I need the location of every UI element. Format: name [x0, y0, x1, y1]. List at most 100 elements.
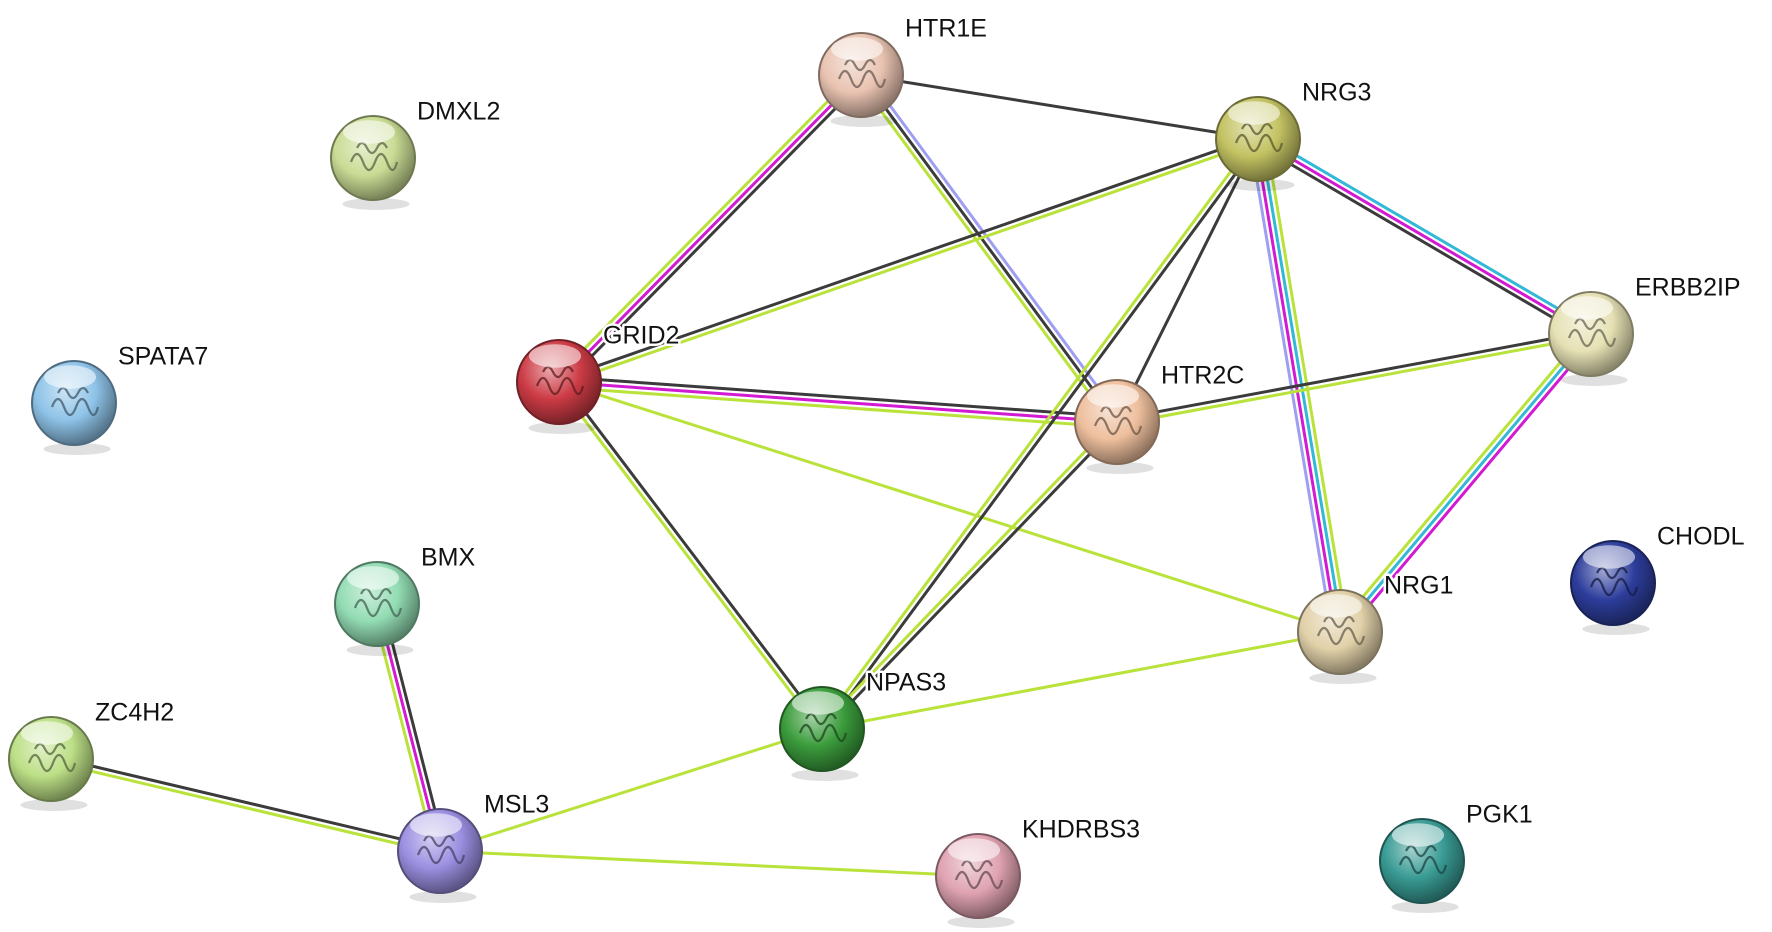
edge-line-coexpression — [859, 73, 1119, 424]
node-label-spata7: SPATA7 — [118, 343, 208, 371]
node-highlight — [1086, 384, 1140, 408]
node-shadow — [43, 443, 111, 455]
edge-npas3-nrg1[interactable] — [820, 630, 1342, 731]
edge-line-coexpression — [1115, 329, 1593, 421]
node-shadow — [1582, 623, 1650, 635]
edge-line-textmining — [1115, 335, 1593, 427]
edge-line-experiments — [1256, 137, 1593, 336]
edge-grid2-nrg1[interactable] — [557, 380, 1342, 634]
edge-line-coexpression — [1115, 137, 1260, 424]
node-label-nrg1: NRG1 — [1384, 572, 1453, 600]
edge-line-coexpression — [50, 754, 443, 850]
node-label-grid2: GRID2 — [603, 322, 679, 350]
node-grid2[interactable]: GRID2 — [516, 319, 682, 434]
edge-line-experiments — [557, 73, 863, 384]
node-label-bmx: BMX — [421, 544, 476, 572]
edge-line-textmining — [818, 418, 1117, 729]
edge-nrg3-npas3[interactable] — [818, 135, 1262, 733]
node-highlight — [1309, 594, 1363, 618]
node-shadow — [947, 916, 1015, 928]
node-shadow — [1227, 179, 1295, 191]
edge-line-experiments — [1342, 335, 1597, 637]
node-htr1e[interactable]: HTR1E — [818, 12, 989, 127]
edge-line-coexpression — [822, 139, 1262, 733]
node-label-htr1e: HTR1E — [905, 15, 987, 43]
edge-msl3-khdrbs3[interactable] — [438, 849, 980, 878]
edge-line-databases — [1338, 332, 1593, 634]
edge-grid2-htr2c[interactable] — [557, 375, 1119, 429]
edge-line-coexpression — [561, 77, 867, 388]
node-shadow — [1560, 374, 1628, 386]
node-label-msl3: MSL3 — [484, 791, 549, 819]
node-nrg1[interactable]: NRG1 — [1297, 569, 1456, 684]
edge-line-textmining — [818, 135, 1258, 729]
edge-htr1e-htr2c[interactable] — [855, 70, 1123, 427]
node-label-nrg3: NRG3 — [1302, 79, 1371, 107]
edge-line-coexpression — [1253, 141, 1590, 340]
edge-htr2c-erbb2ip[interactable] — [1115, 329, 1593, 427]
edge-line-textmining — [555, 382, 822, 733]
edge-line-coexpression — [859, 73, 1260, 141]
node-nrg3[interactable]: NRG3 — [1215, 76, 1374, 191]
node-erbb2ip[interactable]: ERBB2IP — [1548, 271, 1743, 386]
node-highlight — [342, 120, 396, 144]
edge-htr2c-npas3[interactable] — [818, 418, 1121, 733]
edge-line-textmining — [438, 849, 980, 878]
node-highlight — [409, 813, 463, 837]
edge-line-homology — [863, 70, 1123, 421]
node-label-chodl: CHODL — [1657, 523, 1745, 551]
edge-line-textmining — [558, 139, 1261, 386]
node-label-zc4h2: ZC4H2 — [95, 699, 174, 727]
node-shadow — [528, 422, 596, 434]
edge-htr1e-grid2[interactable] — [553, 69, 867, 388]
node-highlight — [791, 691, 845, 715]
edge-grid2-npas3[interactable] — [555, 378, 826, 733]
node-highlight — [1560, 296, 1614, 320]
edge-line-textmining — [855, 76, 1115, 427]
node-highlight — [947, 838, 1001, 862]
edge-htr1e-nrg3[interactable] — [859, 73, 1260, 141]
node-khdrbs3[interactable]: KHDRBS3 — [935, 813, 1143, 928]
node-label-pgk1: PGK1 — [1466, 801, 1533, 829]
node-shadow — [346, 644, 414, 656]
edge-erbb2ip-nrg1[interactable] — [1334, 329, 1597, 637]
edge-line-textmining — [1334, 329, 1589, 631]
edge-line-databases — [1259, 133, 1596, 332]
node-highlight — [43, 365, 97, 389]
node-highlight — [830, 37, 884, 61]
node-msl3[interactable]: MSL3 — [397, 788, 552, 903]
node-shadow — [1391, 901, 1459, 913]
edge-line-textmining — [48, 760, 441, 856]
node-npas3[interactable]: NPAS3 — [779, 666, 949, 781]
node-highlight — [1582, 545, 1636, 569]
node-highlight — [528, 344, 582, 368]
node-shadow — [830, 115, 898, 127]
edge-line-textmining — [557, 380, 1342, 634]
node-spata7[interactable]: SPATA7 — [31, 340, 211, 455]
edge-grid2-nrg3[interactable] — [556, 135, 1261, 386]
node-dmxl2[interactable]: DMXL2 — [330, 95, 503, 210]
edge-zc4h2-msl3[interactable] — [48, 754, 443, 856]
node-label-dmxl2: DMXL2 — [417, 98, 500, 126]
edge-line-textmining — [438, 727, 824, 853]
edge-line-experiments — [557, 380, 1119, 424]
node-highlight — [20, 721, 74, 745]
edge-line-textmining — [820, 630, 1342, 731]
node-chodl[interactable]: CHODL — [1570, 520, 1747, 635]
edge-line-coexpression — [556, 135, 1259, 382]
edge-nrg3-htr2c[interactable] — [1115, 137, 1260, 424]
node-htr2c[interactable]: HTR2C — [1074, 359, 1247, 474]
node-shadow — [342, 198, 410, 210]
node-highlight — [1391, 823, 1445, 847]
node-shadow — [1309, 672, 1377, 684]
node-bmx[interactable]: BMX — [334, 541, 478, 656]
edge-line-coexpression — [559, 378, 826, 729]
edge-line-coexpression — [822, 422, 1121, 733]
edge-npas3-msl3[interactable] — [438, 727, 824, 853]
node-zc4h2[interactable]: ZC4H2 — [8, 696, 177, 811]
node-shadow — [409, 891, 477, 903]
node-label-htr2c: HTR2C — [1161, 362, 1244, 390]
edge-nrg3-erbb2ip[interactable] — [1253, 133, 1596, 340]
node-pgk1[interactable]: PGK1 — [1379, 798, 1535, 913]
